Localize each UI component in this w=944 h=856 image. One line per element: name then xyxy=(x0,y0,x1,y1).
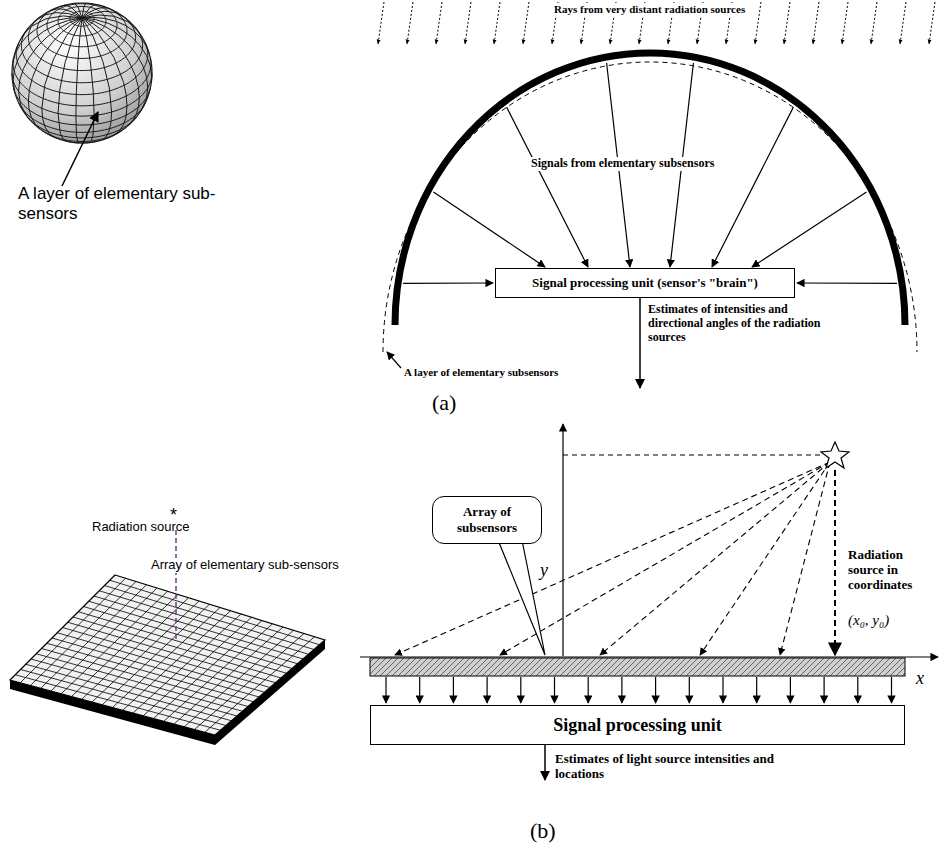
signal-arrow xyxy=(689,677,690,703)
signal-arrow xyxy=(507,107,588,267)
signal-arrow xyxy=(891,677,892,703)
signal-arrow xyxy=(385,677,386,703)
ray xyxy=(900,2,906,44)
signal-arrow xyxy=(790,677,791,703)
flat-array xyxy=(10,575,325,745)
processing-box: Signal processing unit (sensor's "brain"… xyxy=(495,268,795,298)
part-label: Rays from very distant radiation sources xyxy=(551,3,748,16)
ray xyxy=(784,2,790,44)
part-label: Signals from elementary subsensors xyxy=(528,157,717,171)
note: Estimates of light source intensities an… xyxy=(555,752,775,782)
sensor-layer-arc xyxy=(395,53,905,325)
signal-arrow xyxy=(722,677,723,703)
source-dashed-line xyxy=(175,530,177,642)
sensor-sphere xyxy=(12,3,152,143)
leader-arrow xyxy=(62,112,98,186)
output-arrow xyxy=(639,298,641,388)
note: Estimates of intensities and directional… xyxy=(648,303,838,344)
signal-arrow xyxy=(797,282,897,284)
node-text: Signal processing unit (sensor's "brain"… xyxy=(532,275,758,291)
node-text: Signal processing unit xyxy=(553,715,722,736)
array-surface xyxy=(10,575,325,735)
part-label: Radiation source in coordinates xyxy=(848,548,940,593)
source-marker: * xyxy=(170,505,177,526)
panel-label: (b) xyxy=(530,818,556,843)
panel-label: (a) xyxy=(432,390,456,415)
ray xyxy=(436,2,442,44)
source-ray xyxy=(780,462,830,655)
part-label: A layer of elementary subsensors xyxy=(404,366,558,379)
ray xyxy=(494,2,500,44)
signal-arrow xyxy=(419,677,420,703)
ray xyxy=(929,2,935,44)
node-text: Array of subsensors xyxy=(439,504,535,536)
signal-arrow xyxy=(487,677,488,703)
signal-arrow xyxy=(857,677,858,703)
grid-line xyxy=(195,634,305,730)
part-label: Array of elementary sub-sensors xyxy=(148,558,342,573)
signal-arrow xyxy=(433,192,545,267)
grid-line xyxy=(21,670,227,726)
axis-label: x xyxy=(916,668,924,689)
signal-arrows xyxy=(386,677,892,703)
radiation-source-star xyxy=(821,442,849,468)
source-ray xyxy=(395,462,830,655)
axis-label: y xyxy=(540,560,548,581)
processing-box: Signal processing unit xyxy=(370,705,905,745)
signal-arrow xyxy=(621,677,622,703)
sphere-body xyxy=(12,3,152,143)
ray xyxy=(813,2,819,44)
signal-arrow xyxy=(712,107,793,267)
x-axis xyxy=(360,656,938,657)
signal-arrow xyxy=(655,677,656,703)
source-rays xyxy=(395,462,835,655)
ray xyxy=(523,2,529,44)
ray xyxy=(378,2,384,44)
grid-line xyxy=(15,675,220,731)
ray xyxy=(755,2,761,44)
ray xyxy=(842,2,848,44)
incoming-rays xyxy=(378,2,935,44)
ray xyxy=(465,2,471,44)
coordinate-label: (x₀, y₀) xyxy=(848,612,889,629)
leader-arrow xyxy=(387,352,401,368)
callout-tail xyxy=(498,540,545,655)
callout-box: Array of subsensors xyxy=(432,496,542,544)
grid-line xyxy=(205,637,315,733)
source-ray xyxy=(834,470,836,655)
source-ray xyxy=(600,462,830,655)
outer-layer-dashed xyxy=(383,62,917,352)
signal-arrow xyxy=(752,192,867,267)
y-axis xyxy=(562,424,563,656)
coordinate-guide xyxy=(563,455,822,456)
source-ray xyxy=(700,462,830,655)
signal-arrow xyxy=(403,282,493,284)
signal-arrow xyxy=(554,677,555,703)
signal-arrow xyxy=(756,677,757,703)
subsensor-array-strip xyxy=(370,658,905,676)
grid-line xyxy=(26,664,232,721)
output-arrow xyxy=(544,745,546,780)
source-ray xyxy=(500,462,830,655)
signal-arrows xyxy=(403,63,897,283)
signal-arrow xyxy=(823,677,824,703)
signal-arrow xyxy=(453,677,454,703)
ray xyxy=(407,2,413,44)
part-label: A layer of elementary sub-sensors xyxy=(18,184,218,223)
ray xyxy=(871,2,877,44)
signal-arrow xyxy=(588,677,589,703)
signal-arrow xyxy=(520,677,521,703)
sphere-grid xyxy=(12,3,152,143)
